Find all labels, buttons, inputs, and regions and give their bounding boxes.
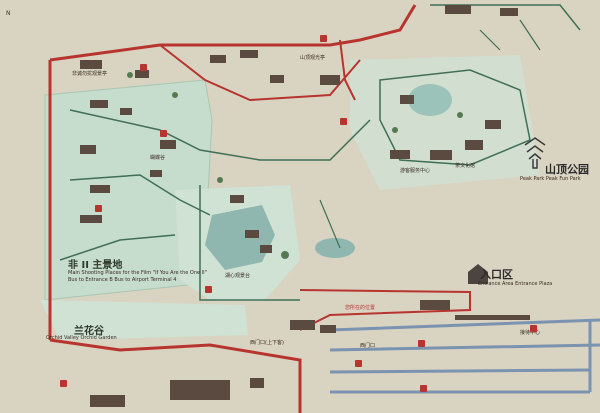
road-hilltop-link: [339, 39, 356, 101]
hilltop-park-area: [350, 55, 540, 190]
path-pond-link: [319, 199, 341, 249]
pond-east: [315, 238, 355, 258]
hilltop-park-sub: Peak Park Peak Fun Park: [520, 176, 581, 182]
pavilion-b-label: 山顶观光亭: [300, 55, 326, 61]
path-main-2: [69, 174, 211, 216]
entrance-sub: Entrance Area Entrance Plaza: [478, 281, 553, 287]
main-road-west-north: [48, 4, 417, 340]
buildings-group: [80, 5, 518, 407]
central-lake: [205, 205, 275, 270]
entrance-house-icon: [468, 264, 488, 284]
main-scenic-title: 非 II 主景地: [68, 260, 123, 271]
poi-badge: [95, 205, 102, 212]
path-main-1: [69, 109, 371, 161]
trees-group: [127, 72, 463, 259]
orchid-valley-area: [40, 300, 248, 340]
poi-badge: [160, 130, 167, 137]
entrance-building-row: [455, 315, 530, 320]
main-scenic-sub2: Bus to Entrance B Bus to Airport Termina…: [68, 277, 177, 283]
entrance-title: 入口区: [480, 268, 513, 281]
poi-badge: [530, 325, 537, 332]
path-north-branches: [479, 19, 541, 51]
poi-badge: [355, 360, 362, 367]
poi-badge: [420, 385, 427, 392]
path-hilltop-loop: [379, 69, 531, 166]
path-north-east: [430, 4, 581, 31]
pagoda-icon: [524, 137, 546, 169]
hilltop-park-title: 山顶公园: [545, 163, 589, 176]
lake-view-label: 湖心观景台: [225, 273, 251, 279]
orchid-valley-sub: Orchid Valley Orchid Garden: [46, 335, 117, 341]
pavilion-a-label: 非诚勿扰观景亭: [72, 71, 108, 77]
west-gate-label: 西门口: [360, 343, 376, 349]
pond-hilltop: [408, 84, 452, 116]
service-center-label: 游客服务中心: [400, 168, 431, 174]
road-entrance-link: [299, 289, 471, 331]
north-arrow-label: N: [6, 10, 11, 17]
poi-badge: [320, 35, 327, 42]
poi-badge: [60, 380, 67, 387]
poi-badge: [205, 286, 212, 293]
butterfly-label: 蝴蝶谷: [150, 155, 166, 161]
gate-small-label: 西门口(上下客): [250, 340, 284, 346]
main-scenic-sub1: Main Shooting Places for the Film "If Yo…: [68, 270, 207, 276]
orchid-valley-title: 兰花谷: [74, 326, 104, 337]
main-road-south: [49, 338, 302, 413]
tea-house-label: 茶文化馆: [455, 163, 476, 169]
path-main-3: [59, 234, 176, 261]
you-are-here-label: 您所在的位置: [345, 305, 376, 311]
poi-badge: [340, 118, 347, 125]
poi-badge: [418, 340, 425, 347]
path-central-loop: [199, 185, 300, 301]
reception-label: 接待中心: [520, 330, 541, 336]
service-roads: [329, 318, 600, 394]
poi-badge: [140, 64, 147, 71]
